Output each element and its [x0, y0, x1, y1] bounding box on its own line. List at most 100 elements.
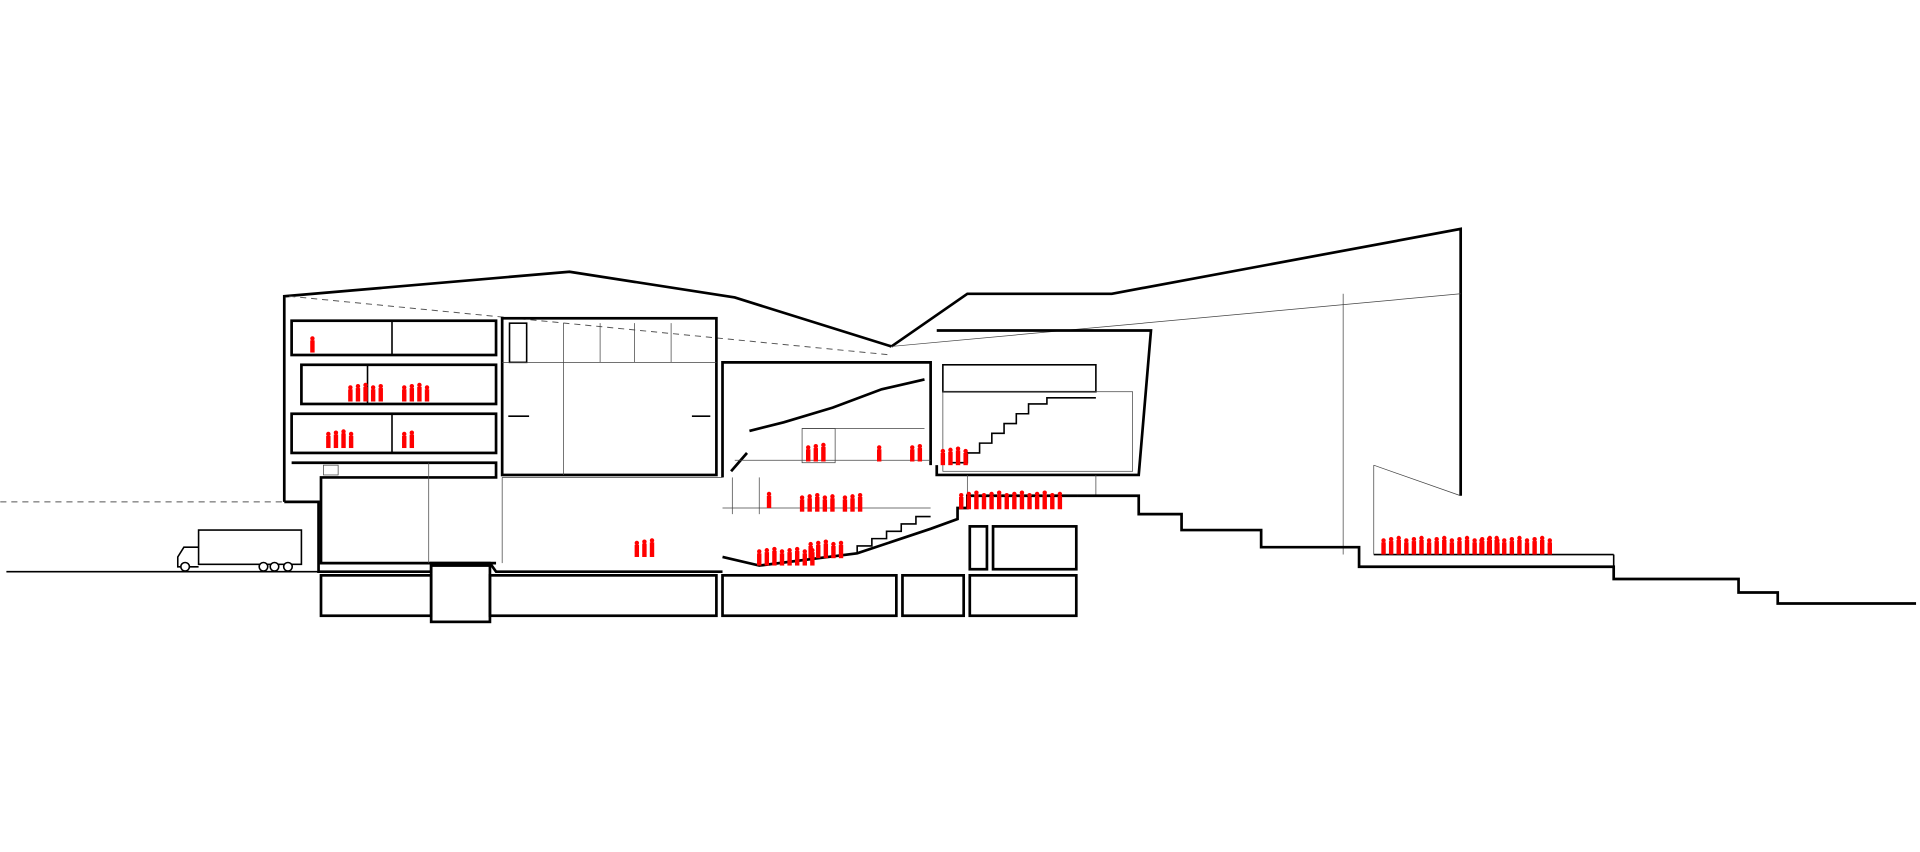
person-figure	[341, 433, 346, 449]
person-figure	[634, 544, 640, 557]
person-figure	[355, 388, 361, 402]
person-figure	[1426, 542, 1432, 555]
person-figure	[310, 340, 315, 353]
person-figure	[821, 446, 826, 462]
person-head	[779, 549, 785, 554]
person-head	[830, 494, 835, 499]
person-figure	[794, 550, 800, 566]
person-head	[341, 429, 346, 434]
person-head	[1034, 491, 1040, 497]
person-head	[1539, 535, 1545, 541]
person-figure	[1494, 539, 1499, 555]
person-figure	[757, 553, 762, 566]
person-figure	[981, 497, 987, 510]
person-head	[1404, 538, 1409, 543]
person-head	[823, 539, 829, 544]
person-figure	[779, 553, 785, 566]
person-figure	[831, 545, 836, 559]
person-figure	[1524, 542, 1530, 555]
person-figure	[822, 499, 828, 512]
person-head	[813, 443, 818, 449]
person-head	[1396, 535, 1401, 541]
person-figure	[348, 435, 354, 449]
left-building	[282, 270, 892, 574]
person-head	[326, 431, 331, 437]
person-head	[948, 447, 953, 453]
person-figure	[850, 498, 855, 512]
person-figure	[810, 552, 815, 566]
person-figure	[348, 389, 353, 402]
person-head	[955, 446, 961, 451]
person-figure	[940, 452, 946, 466]
person-head	[842, 495, 848, 500]
person-figure	[838, 544, 844, 559]
person-head	[794, 546, 800, 552]
person-head	[1479, 538, 1484, 543]
person-head	[981, 492, 987, 498]
person-figure	[1547, 542, 1552, 555]
person-figure	[1050, 497, 1055, 510]
person-figure	[1027, 497, 1032, 510]
person-head	[764, 548, 770, 553]
person-figure	[1388, 541, 1394, 555]
person-figure	[1472, 542, 1477, 555]
person-head	[348, 431, 354, 437]
person-head	[787, 548, 792, 553]
truck-icon	[176, 529, 303, 572]
person-head	[1509, 537, 1515, 542]
person-figure	[807, 498, 812, 512]
person-head	[310, 336, 315, 341]
person-head	[757, 549, 762, 554]
person-head	[857, 492, 863, 498]
person-head	[821, 442, 826, 448]
person-head	[1004, 492, 1009, 498]
terrain-right	[1077, 494, 1917, 605]
person-head	[1524, 538, 1530, 543]
person-figure	[1479, 542, 1484, 555]
person-figure	[799, 499, 805, 512]
person-figure	[1419, 539, 1424, 555]
person-head	[877, 445, 882, 450]
person-head	[424, 385, 430, 390]
person-head	[1012, 491, 1017, 497]
person-figure	[1532, 541, 1537, 555]
person-head	[363, 382, 368, 388]
person-head	[989, 491, 994, 497]
person-figure	[417, 386, 422, 402]
people-figures	[310, 336, 1552, 566]
person-head	[1019, 490, 1025, 495]
person-head	[1486, 537, 1492, 542]
auditorium	[721, 360, 1078, 567]
person-head	[1419, 535, 1424, 541]
person-figure	[823, 543, 829, 559]
person-figure	[649, 542, 655, 557]
person-figure	[642, 543, 647, 557]
person-head	[409, 384, 415, 389]
person-head	[1517, 535, 1522, 541]
person-figure	[1539, 539, 1545, 555]
person-head	[1411, 537, 1417, 542]
person-figure	[1057, 495, 1063, 510]
person-figure	[802, 553, 807, 566]
person-figure	[1434, 541, 1439, 555]
person-figure	[955, 450, 961, 466]
person-head	[649, 538, 655, 543]
person-head	[1042, 490, 1047, 495]
person-head	[807, 494, 812, 499]
person-head	[1426, 538, 1432, 543]
person-figure	[808, 545, 813, 559]
person-head	[974, 490, 979, 495]
person-figure	[333, 434, 339, 449]
basement	[319, 525, 1078, 624]
person-head	[808, 541, 813, 547]
person-head	[816, 540, 821, 546]
person-head	[1050, 492, 1055, 498]
person-head	[1464, 535, 1470, 541]
person-figure	[842, 499, 848, 512]
person-figure	[402, 435, 407, 449]
person-figure	[764, 552, 770, 566]
person-figure	[370, 389, 376, 402]
person-figure	[424, 389, 430, 402]
person-head	[966, 491, 972, 497]
